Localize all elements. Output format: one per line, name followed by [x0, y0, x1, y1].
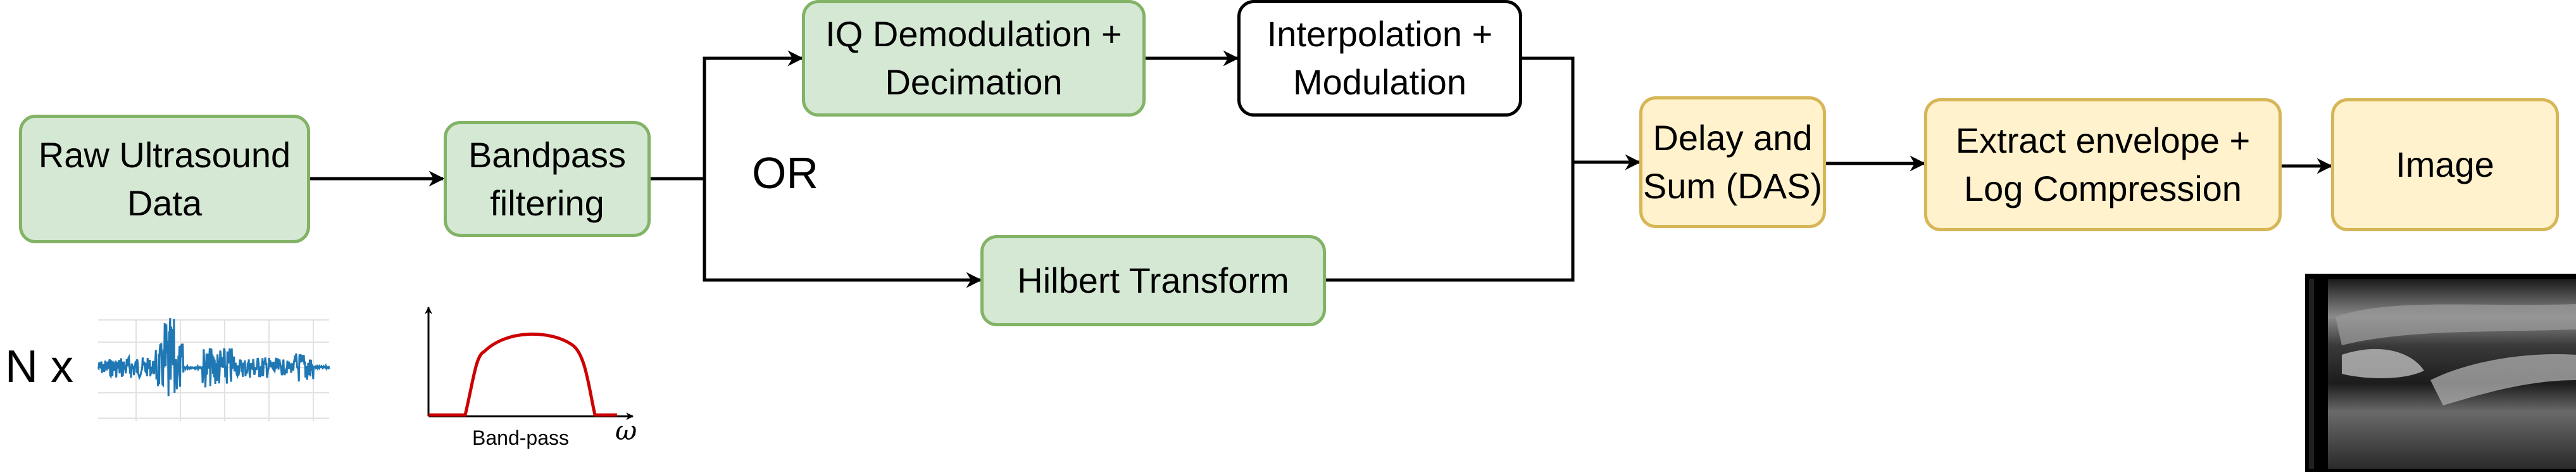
omega-label: ω: [615, 415, 637, 446]
ultrasound-image: [2305, 274, 2576, 472]
node-interpolation-modulation: Interpolation + Modulation: [1237, 0, 1522, 117]
node-delay-and-sum: Delay and Sum (DAS): [1639, 96, 1826, 228]
node-label: Hilbert Transform: [1017, 260, 1289, 301]
node-label: Bandpass filtering: [468, 134, 627, 223]
node-label: IQ Demodulation + Decimation: [825, 14, 1122, 102]
bandpass-response-curve: [428, 332, 617, 417]
node-hilbert-transform: Hilbert Transform: [980, 235, 1326, 326]
node-image: Image: [2331, 98, 2559, 231]
signal-count-prefix: N x: [5, 341, 73, 392]
node-extract-envelope: Extract envelope + Log Compression: [1924, 98, 2282, 231]
node-label: Interpolation + Modulation: [1266, 14, 1493, 102]
arrow-bandpass-to-hilbert: [703, 179, 982, 288]
node-raw-ultrasound-data: Raw Ultrasound Data: [19, 115, 310, 243]
node-bandpass-filtering: Bandpass filtering: [444, 121, 651, 237]
node-label: Extract envelope + Log Compression: [1955, 120, 2251, 208]
or-label: OR: [752, 148, 818, 198]
connectors: [310, 50, 2333, 288]
raw-signal-waveform: [97, 318, 330, 397]
node-label: Delay and Sum (DAS): [1642, 118, 1823, 206]
node-label: Image: [2396, 144, 2494, 185]
raw-signal-plot: [97, 318, 330, 421]
filter-x-label: Band-pass: [472, 426, 569, 449]
arrow-bandpass-to-iq: [651, 50, 804, 181]
line-interp-to-join: [1326, 56, 1575, 282]
node-label: Raw Ultrasound Data: [38, 134, 291, 223]
node-iq-demodulation: IQ Demodulation + Decimation: [802, 0, 1146, 117]
bandpass-filter-plot: [425, 306, 634, 420]
